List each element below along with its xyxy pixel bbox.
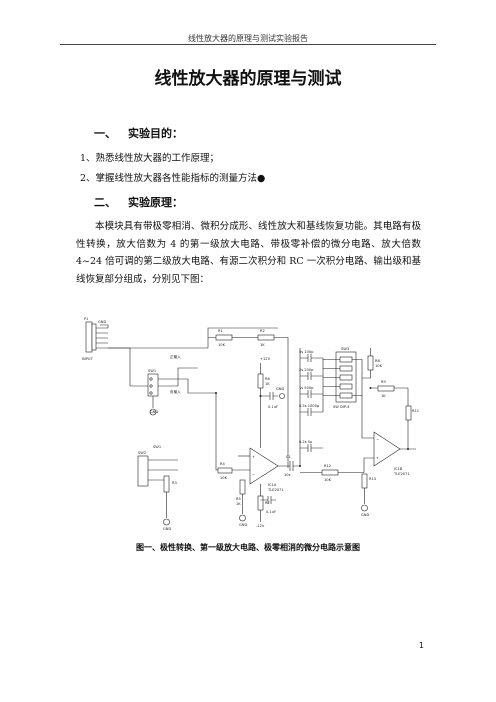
label-input: INPUT xyxy=(82,357,94,361)
resistor-r13 xyxy=(361,473,368,489)
label-r1: R1 xyxy=(218,329,223,333)
section-heading-objectives: 一、实验目的： xyxy=(94,125,183,141)
label-gnd-1: GND xyxy=(150,410,158,414)
label-vcc: +12V xyxy=(260,357,271,361)
value-r4: 10K xyxy=(220,476,228,480)
resistor-r7 xyxy=(257,495,264,511)
circuit-schematic: P1 INPUT GND SW1 正输入 负输入 GND SW2 SW1 R3 … xyxy=(82,317,419,531)
label-gnd-3: GND xyxy=(239,523,247,527)
label-sw1: SW1 xyxy=(148,369,156,373)
label-r2: R2 xyxy=(260,329,265,333)
svg-text:+: + xyxy=(252,455,255,459)
svg-text:−: − xyxy=(252,473,255,477)
connector-p1 xyxy=(85,321,93,353)
label-sw2: SW2 xyxy=(138,451,146,455)
value-r8: 10K xyxy=(375,364,383,368)
figure-caption: 图一、极性转换、第一级放大电路、极零相消的微分电路示意图 xyxy=(136,543,360,552)
page-number: 1 xyxy=(418,641,424,650)
header-rule xyxy=(60,44,436,45)
label-dip: SW DIP-4 xyxy=(333,405,350,409)
label-r9: R9 xyxy=(381,380,386,384)
label-gnd-5: GND xyxy=(361,513,369,517)
cap-label-1: 5s 100p xyxy=(299,350,314,354)
resistor-r3 xyxy=(163,475,170,493)
resistor-r6 xyxy=(257,373,264,389)
document-title: 线性放大器的原理与测试 xyxy=(154,69,342,89)
label-positive-input: 正输入 xyxy=(170,354,181,359)
label-p1: P1 xyxy=(84,317,88,321)
capacitor-bank: 5s 100p 2s 200p 1s 500p 0.5s 1000p 0.2s … xyxy=(299,350,324,452)
cap-label-5: 0.2s 5p xyxy=(299,440,313,444)
section-number: 二、 xyxy=(94,196,116,209)
opamp-ic1a xyxy=(249,447,279,485)
resistor-r5 xyxy=(239,479,246,495)
label-gnd-4: GND xyxy=(276,387,284,391)
label-c2: 0.1uF xyxy=(268,405,278,409)
label-negative-input: 负输入 xyxy=(170,389,181,394)
value-r6: 1K xyxy=(265,382,270,386)
section-title: 实验目的： xyxy=(128,127,183,140)
bullet-mark: ● xyxy=(257,173,266,184)
label-c1-value: 10s xyxy=(284,473,291,477)
label-r8: R8 xyxy=(375,359,380,363)
label-r5: R5 xyxy=(236,497,241,501)
resistor-r2 xyxy=(257,334,275,341)
running-header: 线性放大器的原理与测试实验报告 xyxy=(188,34,308,43)
principle-paragraph: 本模块具有带极零相消、微积分成形、线性放大和基线恢复功能。其电路有极性转换，放大… xyxy=(76,221,421,285)
value-r9: 1K xyxy=(381,394,386,398)
objective-item-2-text: 2、掌握线性放大器各性能指标的测量方法 xyxy=(80,173,258,184)
capacitor-c3 xyxy=(260,496,276,504)
ground-symbol-5 xyxy=(361,504,368,512)
ground-symbol-1 xyxy=(149,408,157,416)
resistor-r4 xyxy=(217,467,233,474)
capacitor-c1 xyxy=(278,461,300,471)
label-sw3-tag: SW1 xyxy=(153,445,161,449)
label-r13: R13 xyxy=(369,477,376,481)
resistor-r11 xyxy=(405,405,412,421)
label-r3: R3 xyxy=(172,481,177,485)
label-r11: R11 xyxy=(412,409,419,413)
label-r12: R12 xyxy=(324,464,331,468)
label-ic1a: IC1A xyxy=(268,483,277,487)
objective-item-2: 2、掌握线性放大器各性能指标的测量方法● xyxy=(80,170,265,184)
ground-symbol-3 xyxy=(239,514,246,522)
resistor-r1 xyxy=(215,334,233,341)
section-title: 实验原理： xyxy=(128,196,183,209)
capacitor-c2 xyxy=(260,392,278,400)
ground-symbol-2 xyxy=(163,518,170,526)
label-r6: R6 xyxy=(265,377,270,381)
label-vee: -12V xyxy=(256,524,265,528)
cap-label-4: 0.5s 1000p xyxy=(299,404,320,408)
value-r12: 10K xyxy=(324,478,332,482)
label-sw3: SW3 xyxy=(341,347,349,351)
opamp-ic1b xyxy=(373,431,401,467)
label-gnd-2: GND xyxy=(163,527,171,531)
label-c3: 0.1uF xyxy=(266,510,276,514)
wire-input xyxy=(108,347,131,386)
value-r5: 1K xyxy=(236,502,241,506)
value-r1: 10K xyxy=(218,343,226,347)
label-ic1b-type: TLE2071 xyxy=(393,472,410,476)
switch-sw2 xyxy=(137,455,149,487)
section-heading-principle: 二、实验原理： xyxy=(94,194,183,210)
label-r4: R4 xyxy=(220,462,225,466)
label-c1: C1 xyxy=(286,455,291,459)
resistor-r12 xyxy=(321,469,339,476)
label-ic1a-type: TLE2071 xyxy=(267,488,284,492)
label-gnd-top: GND xyxy=(98,320,106,324)
value-r2: 1K xyxy=(260,343,265,347)
resistor-r9 xyxy=(377,385,395,392)
cap-label-2: 2s 200p xyxy=(299,368,314,372)
cap-label-3: 1s 500p xyxy=(299,386,314,390)
objective-item-1: 1、熟悉线性放大器的工作原理； xyxy=(80,153,220,164)
label-r7: R7 xyxy=(265,501,270,505)
section-number: 一、 xyxy=(94,127,116,140)
svg-text:+: + xyxy=(376,456,379,460)
resistor-r8 xyxy=(367,355,374,371)
label-ic1b: IC1B xyxy=(394,467,403,471)
svg-text:−: − xyxy=(376,438,379,442)
switch-sw1 xyxy=(147,373,159,397)
